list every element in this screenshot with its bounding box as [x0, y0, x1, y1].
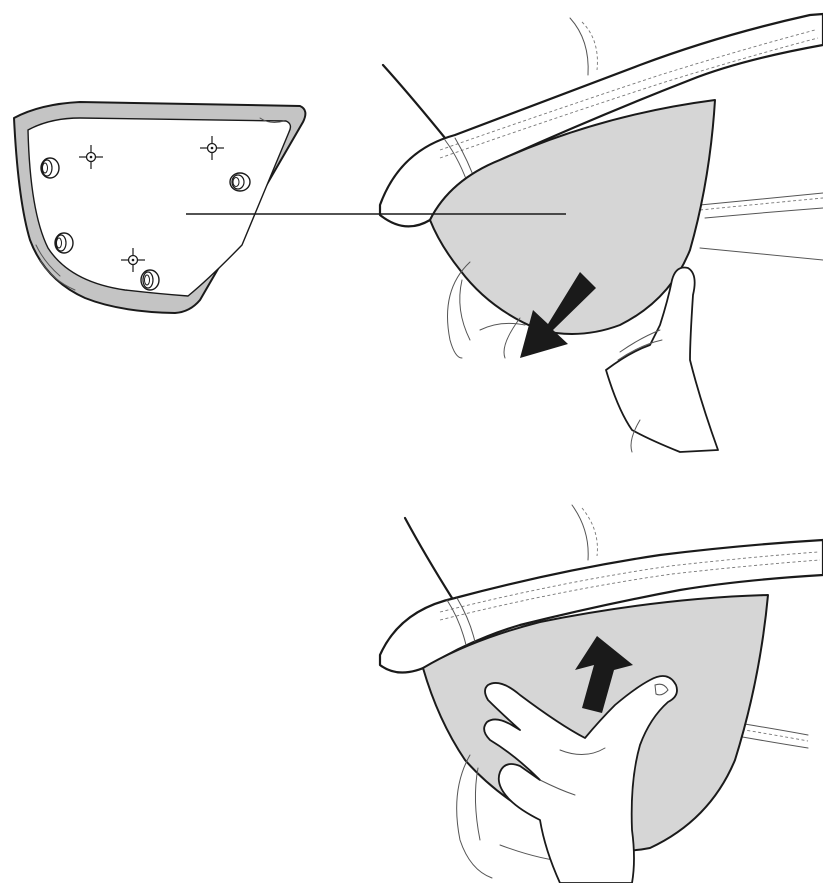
cover-inner-surface [28, 118, 290, 296]
clip-bottom-left [55, 233, 73, 253]
removal-panel [186, 14, 823, 452]
clip-top-right [230, 173, 250, 191]
cover-detail-view [14, 102, 305, 313]
clip-top-left [41, 158, 59, 178]
clip-bottom-right [141, 270, 159, 290]
installation-panel [380, 505, 823, 883]
